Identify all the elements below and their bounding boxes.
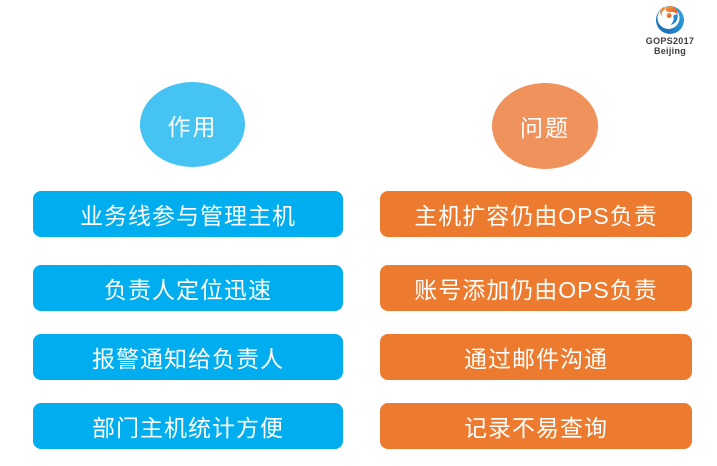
problem-item: 通过邮件沟通 [380,334,692,380]
problems-header-label: 问题 [520,115,570,141]
benefit-item: 部门主机统计方便 [33,403,343,449]
problem-item: 账号添加仍由OPS负责 [380,265,692,311]
logo-title: GOPS2017 [645,36,695,46]
benefits-header-ellipse: 作用 [140,82,245,167]
benefit-item: 负责人定位迅速 [33,265,343,311]
benefit-item: 业务线参与管理主机 [33,191,343,237]
problems-header-ellipse: 问题 [492,83,598,169]
problem-item: 记录不易查询 [380,403,692,449]
problem-item: 主机扩容仍由OPS负责 [380,191,692,237]
logo-subtitle: Beijing [653,46,687,56]
benefits-header-label: 作用 [167,113,218,140]
gops-logo: GOPS2017 Beijing [622,3,717,56]
benefit-item: 报警通知给负责人 [33,334,343,380]
gops-swirl-icon [656,6,684,34]
